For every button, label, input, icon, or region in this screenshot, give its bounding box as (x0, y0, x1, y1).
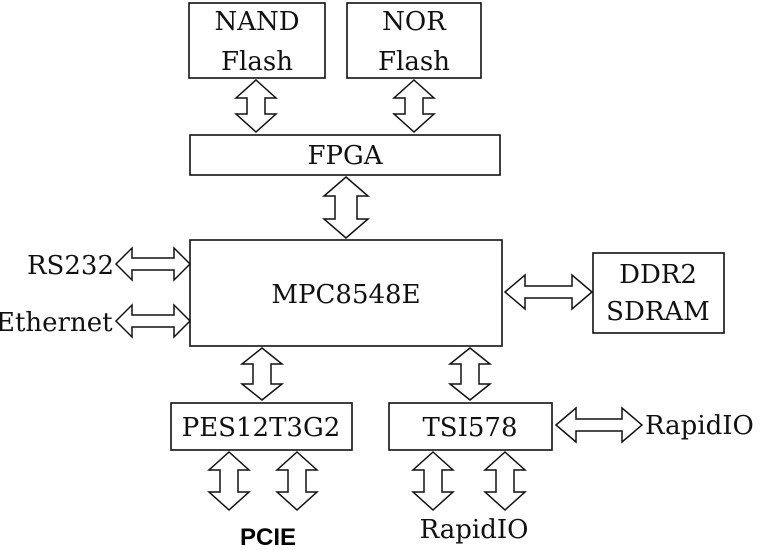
ddr2-block: DDR2 SDRAM (592, 252, 725, 334)
nor-flash-label-line1: NOR (382, 7, 447, 37)
pcie-switch-block: PES12T3G2 (170, 402, 353, 451)
fpga-label: FPGA (307, 141, 383, 171)
fpga-block: FPGA (189, 134, 501, 176)
rapidio-port-arrow-2 (483, 450, 527, 512)
rs232-label: RS232 (27, 251, 114, 281)
nand-fpga-arrow (234, 78, 278, 134)
pcie-switch-label: PES12T3G2 (182, 413, 341, 443)
rapidio-port-arrow-1 (411, 450, 455, 512)
nand-flash-label-line1: NAND (214, 7, 299, 37)
pcie-port-arrow-2 (275, 450, 319, 512)
nor-fpga-arrow (392, 78, 436, 134)
rapidio-switch-label: TSI578 (422, 413, 517, 443)
ethernet-arrow (114, 303, 192, 339)
ethernet-label: Ethernet (0, 308, 113, 338)
rs232-arrow (114, 246, 192, 282)
nand-flash-block: NAND Flash (188, 2, 326, 79)
cpu-ddr2-arrow (503, 273, 594, 311)
nor-flash-block: NOR Flash (346, 2, 482, 79)
ddr2-label-line1: DDR2 (619, 260, 697, 290)
rapidio-right-label: RapidIO (645, 411, 754, 441)
pcie-label: PCIE (240, 524, 296, 550)
rapidio-right-arrow (554, 406, 644, 444)
nand-flash-label-line2: Flash (221, 47, 293, 77)
cpu-label: MPC8548E (271, 280, 420, 310)
cpu-block: MPC8548E (189, 239, 503, 347)
rapidio-bottom-label: RapidIO (420, 515, 529, 545)
nor-flash-label-line2: Flash (378, 47, 450, 77)
pcie-port-arrow-1 (207, 450, 251, 512)
rapidio-switch-block: TSI578 (388, 402, 553, 451)
cpu-pcie-switch-arrow (239, 347, 285, 401)
cpu-rapidio-switch-arrow (447, 347, 493, 401)
fpga-cpu-arrow (321, 176, 371, 239)
ddr2-label-line2: SDRAM (606, 297, 710, 327)
